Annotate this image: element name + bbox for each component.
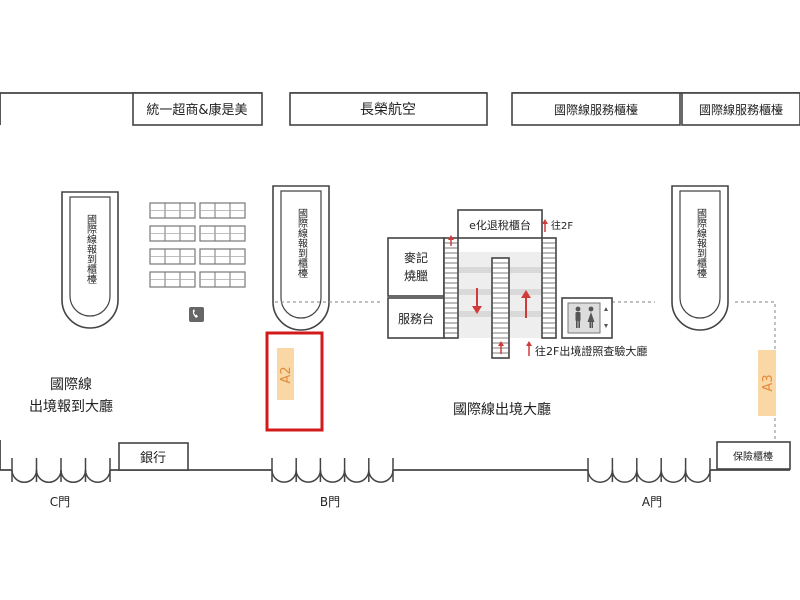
zone-a3-label: A3 — [761, 374, 776, 391]
checkin-hall-label-line1: 國際線 — [50, 377, 92, 393]
insurance-counter-label: 保險櫃檯 — [733, 450, 773, 463]
door — [684, 458, 711, 483]
door — [368, 458, 394, 483]
checkin-counter-label-left: 國際線報到櫃檯 — [85, 214, 97, 284]
door — [295, 458, 322, 483]
shop-name-line2: 燒臘 — [404, 269, 428, 283]
zone-a2-highlight — [265, 331, 324, 432]
door — [587, 458, 614, 483]
arrow-up-small-left — [448, 235, 454, 246]
zone-a2-label: A2 — [279, 366, 294, 383]
checkin-counter-island-middle: 國際線報到櫃檯 — [272, 185, 330, 331]
checkin-counter-island-right: 國際線報到櫃檯 — [671, 185, 729, 331]
elevator-restroom — [561, 297, 613, 339]
intl-service-counter-1: 國際線服務櫃檯 — [511, 92, 681, 126]
to-2f-label: 往2F — [551, 219, 573, 232]
seat-bench — [199, 202, 246, 219]
zone-a2: A2 — [277, 348, 294, 400]
seat-bench — [149, 225, 196, 242]
to-2f-passport-label: 往2F出境證照查驗大廳 — [535, 344, 647, 358]
escalator-steps — [444, 242, 556, 354]
door — [60, 458, 87, 483]
door — [11, 458, 38, 483]
phone-icon — [189, 307, 204, 322]
central-block: 麥記 燒臘 服務台 e化退稅櫃台 — [387, 209, 647, 359]
departure-hall-label: 國際線出境大廳 — [453, 401, 551, 418]
arrow-down — [472, 288, 482, 314]
seat-bench — [149, 202, 196, 219]
door — [343, 458, 370, 483]
arrow-up-to-passport — [526, 341, 532, 356]
zone-a3: A3 — [758, 350, 776, 416]
door — [611, 458, 638, 483]
arrow-up — [521, 290, 531, 318]
gate-c-label: C門 — [50, 495, 70, 509]
gate-a-label: A門 — [642, 495, 662, 509]
seat-bench — [199, 248, 246, 265]
entrance-doors — [11, 458, 711, 483]
door — [35, 458, 62, 483]
insurance-counter: 保險櫃檯 — [716, 441, 791, 470]
checkin-hall-label-line2: 出境報到大廳 — [29, 398, 113, 415]
door — [271, 458, 297, 483]
bank: 銀行 — [118, 442, 189, 471]
door — [84, 458, 111, 483]
intl-service-counter-2: 國際線服務櫃檯 — [681, 92, 800, 126]
arrow-up-small-bottom — [498, 341, 504, 354]
checkin-counter-label-middle: 國際線報到櫃檯 — [296, 208, 308, 278]
shop-eva-air: 長榮航空 — [289, 92, 488, 126]
service-desk-label: 服務台 — [398, 311, 434, 326]
shop-eva-air-label: 長榮航空 — [360, 102, 416, 118]
shop-seven-cosmed: 統一超商&康是美 — [132, 92, 263, 126]
seat-bench — [199, 271, 246, 288]
gate-b-label: B門 — [320, 495, 340, 509]
intl-service-counter-1-label: 國際線服務櫃檯 — [554, 102, 638, 117]
door — [319, 458, 346, 483]
door — [660, 458, 687, 483]
checkin-counter-island-left: 國際線報到櫃檯 — [61, 191, 119, 329]
restroom-icon — [575, 306, 595, 328]
shop-name-line1: 麥記 — [404, 250, 428, 265]
seat-bench — [149, 271, 196, 288]
checkin-counter-label-right: 國際線報到櫃檯 — [695, 208, 707, 278]
seat-bench — [149, 248, 196, 265]
intl-service-counter-2-label: 國際線服務櫃檯 — [699, 102, 783, 117]
seat-bench — [199, 225, 246, 242]
waiting-seats — [149, 202, 246, 288]
etax-counter-label: e化退稅櫃台 — [469, 218, 531, 232]
bank-label: 銀行 — [140, 451, 166, 466]
shop-seven-cosmed-label: 統一超商&康是美 — [146, 102, 247, 118]
arrow-up-to-2f — [542, 219, 548, 232]
door — [636, 458, 662, 483]
elevator-updown-icon — [604, 307, 608, 328]
